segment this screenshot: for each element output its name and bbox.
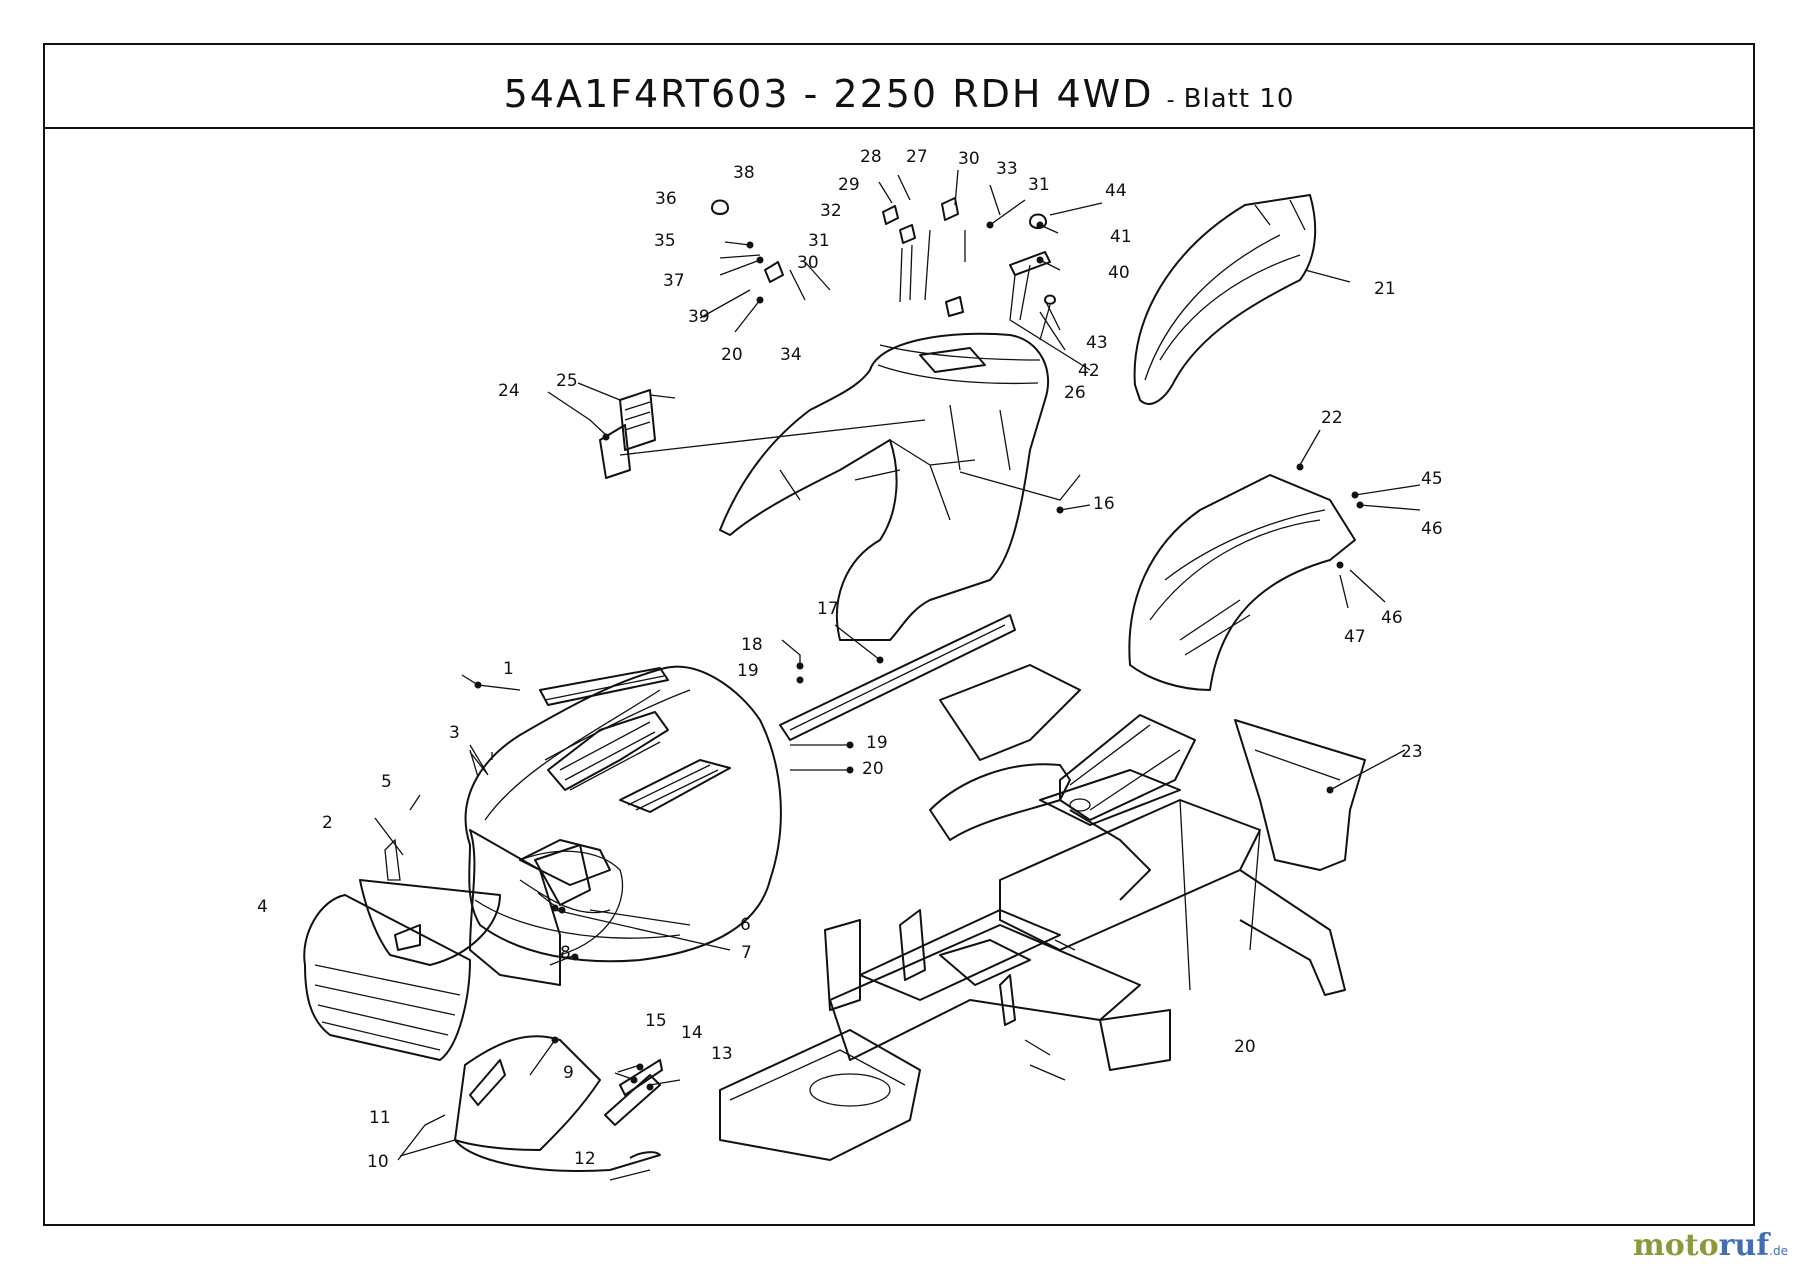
callout-15: 15 bbox=[645, 1011, 667, 1031]
callout-9: 9 bbox=[563, 1063, 574, 1083]
callout-25: 25 bbox=[556, 371, 578, 391]
callout-7: 7 bbox=[741, 943, 752, 963]
logo-tld: .de bbox=[1769, 1244, 1788, 1258]
hood-part bbox=[464, 665, 782, 963]
callout-44: 44 bbox=[1105, 181, 1127, 201]
callout-30b: 30 bbox=[797, 253, 819, 273]
callout-8: 8 bbox=[560, 943, 571, 963]
cover-plate bbox=[1234, 719, 1366, 871]
callout-47: 47 bbox=[1344, 627, 1366, 647]
callout-38: 38 bbox=[733, 163, 755, 183]
callout-23: 23 bbox=[1401, 742, 1423, 762]
dashboard-part bbox=[719, 332, 1050, 641]
callout-16: 16 bbox=[1093, 494, 1115, 514]
model-title: 54A1F4RT603 - 2250 RDH 4WD bbox=[503, 72, 1154, 116]
motoruf-logo: motoruf.de bbox=[1633, 1228, 1788, 1263]
callout-1: 1 bbox=[503, 659, 514, 679]
callout-11: 11 bbox=[369, 1108, 391, 1128]
callout-37: 37 bbox=[663, 271, 685, 291]
relay-bracket bbox=[599, 389, 676, 479]
chassis-frame bbox=[719, 769, 1346, 1161]
callout-19a: 19 bbox=[737, 661, 759, 681]
callout-12: 12 bbox=[574, 1149, 596, 1169]
callout-2: 2 bbox=[322, 813, 333, 833]
logo-moto: moto bbox=[1633, 1228, 1719, 1263]
callout-32: 32 bbox=[820, 201, 842, 221]
callout-30a: 30 bbox=[958, 149, 980, 169]
callout-17: 17 bbox=[817, 599, 839, 619]
callout-20b: 20 bbox=[721, 345, 743, 365]
callout-22: 22 bbox=[1321, 408, 1343, 428]
callout-10: 10 bbox=[367, 1152, 389, 1172]
callout-46b: 46 bbox=[1381, 608, 1403, 628]
callout-34: 34 bbox=[780, 345, 802, 365]
callout-20a: 20 bbox=[862, 759, 884, 779]
callout-43: 43 bbox=[1086, 333, 1108, 353]
callout-40: 40 bbox=[1108, 263, 1130, 283]
callout-35: 35 bbox=[654, 231, 676, 251]
callout-31b: 31 bbox=[808, 231, 830, 251]
callout-29: 29 bbox=[838, 175, 860, 195]
fender-upper bbox=[1133, 194, 1317, 405]
fender-lower bbox=[1128, 474, 1356, 691]
callout-33: 33 bbox=[996, 159, 1018, 179]
callout-20c: 20 bbox=[1234, 1037, 1256, 1057]
callout-24: 24 bbox=[498, 381, 520, 401]
hood-support bbox=[454, 1035, 663, 1172]
title-separator: - bbox=[1166, 88, 1175, 113]
callout-36: 36 bbox=[655, 189, 677, 209]
callout-46a: 46 bbox=[1421, 519, 1443, 539]
callout-26: 26 bbox=[1064, 383, 1086, 403]
callout-18: 18 bbox=[741, 635, 763, 655]
fastener-dots bbox=[474, 221, 1364, 1091]
callout-14: 14 bbox=[681, 1023, 703, 1043]
logo-ruf: ruf bbox=[1718, 1228, 1770, 1263]
callout-41: 41 bbox=[1110, 227, 1132, 247]
callout-5: 5 bbox=[381, 772, 392, 792]
footrest-part bbox=[779, 614, 1196, 841]
callout-13: 13 bbox=[711, 1044, 733, 1064]
drawing-sheet: 54A1F4RT603 - 2250 RDH 4WD - Blatt 10 bbox=[43, 43, 1755, 1226]
callout-42: 42 bbox=[1078, 361, 1100, 381]
callout-19b: 19 bbox=[866, 733, 888, 753]
callout-45: 45 bbox=[1421, 469, 1443, 489]
callout-39: 39 bbox=[688, 307, 710, 327]
callout-27: 27 bbox=[906, 147, 928, 167]
grille-part bbox=[303, 838, 501, 1061]
callout-28: 28 bbox=[860, 147, 882, 167]
callout-4: 4 bbox=[257, 897, 268, 917]
callout-31a: 31 bbox=[1028, 175, 1050, 195]
title-bar: 54A1F4RT603 - 2250 RDH 4WD - Blatt 10 bbox=[45, 45, 1753, 129]
sheet-number: Blatt 10 bbox=[1183, 84, 1295, 114]
callout-3: 3 bbox=[449, 723, 460, 743]
leader-lines bbox=[374, 169, 1421, 1181]
callout-labels: 1 2 3 4 5 6 7 8 9 10 11 12 13 14 15 16 1… bbox=[257, 147, 1443, 1172]
controls-hardware bbox=[711, 197, 1056, 341]
callout-21: 21 bbox=[1374, 279, 1396, 299]
callout-6: 6 bbox=[740, 915, 751, 935]
